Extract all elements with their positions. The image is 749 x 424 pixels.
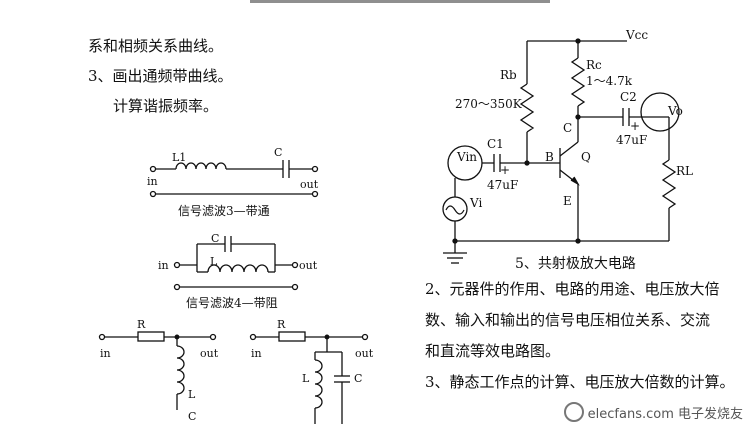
amp-c1-value: 47uF: [487, 178, 519, 192]
filter5-capacitor-label: C: [188, 410, 197, 423]
text-line-6: 和直流等效电路图。: [425, 342, 561, 360]
filter3-inductor-label: L1: [172, 151, 187, 164]
amp-c2-value: 47uF: [616, 133, 648, 147]
text-line-2: 3、画出通频带曲线。: [88, 67, 233, 85]
filter3-schematic: [149, 160, 319, 198]
amp-c-label: C: [563, 121, 573, 135]
filter6-inductor-label: L: [302, 372, 310, 385]
amp-c2-label: C2: [620, 90, 637, 104]
amp-vi-label: Vi: [470, 196, 483, 210]
amp-rl-label: RL: [676, 164, 694, 178]
amp-rc-value: 1～4.7k: [586, 74, 632, 88]
amplifier-schematic: [442, 38, 680, 264]
watermark-logo-icon: [563, 402, 584, 422]
filter3-in-label: in: [147, 175, 158, 188]
top-rule: [250, 0, 550, 3]
filter5-resistor-label: R: [137, 318, 146, 331]
watermark-text: elecfans.com 电子发烧友: [587, 406, 743, 422]
filter5-inductor-label: L: [188, 388, 196, 401]
filter5-schematic: [98, 331, 217, 410]
filter5-out-label: out: [200, 347, 219, 360]
filter4-inductor-label: L: [210, 255, 218, 268]
filter4-caption: 信号滤波4—带阻: [186, 296, 278, 310]
text-line-5: 数、输入和输出的信号电压相位关系、交流: [425, 311, 711, 329]
filter6-in-label: in: [251, 347, 262, 360]
filter3-capacitor-label: C: [274, 146, 283, 159]
watermark: elecfans.com 电子发烧友: [563, 402, 743, 422]
filter6-schematic: [249, 331, 369, 424]
amp-e-label: E: [563, 194, 572, 208]
amp-q-label: Q: [581, 150, 591, 164]
filter4-schematic: [173, 236, 299, 291]
filter6-capacitor-label: C: [354, 372, 363, 385]
amp-c1-label: C1: [487, 137, 504, 151]
amp-vo-label: Vo: [668, 104, 683, 118]
amp-rb-label: Rb: [500, 68, 517, 82]
amp-caption: 5、共射极放大电路: [515, 256, 636, 272]
filter4-in-label: in: [158, 259, 169, 272]
amp-b-label: B: [545, 150, 554, 164]
filter6-out-label: out: [355, 347, 374, 360]
filter5-in-label: in: [100, 347, 111, 360]
filter3-caption: 信号滤波3—带通: [178, 204, 270, 218]
amp-vcc-label: Vcc: [626, 28, 649, 42]
text-line-3: 计算谐振频率。: [113, 97, 219, 115]
amp-rc-label: Rc: [586, 58, 602, 72]
text-line-7: 3、静态工作点的计算、电压放大倍数的计算。: [425, 373, 735, 391]
amp-c2-plus: +: [630, 119, 641, 133]
text-line-1: 系和相频关系曲线。: [88, 37, 224, 55]
amp-c1-plus: +: [500, 163, 511, 177]
filter6-resistor-label: R: [277, 318, 286, 331]
filter4-out-label: out: [299, 259, 318, 272]
amp-vin-label: Vin: [457, 150, 478, 164]
text-line-4: 2、元器件的作用、电路的用途、电压放大倍: [425, 280, 720, 298]
filter4-capacitor-label: C: [211, 232, 220, 245]
filter3-out-label: out: [300, 178, 319, 191]
amp-rb-value: 270～350K: [455, 97, 522, 111]
